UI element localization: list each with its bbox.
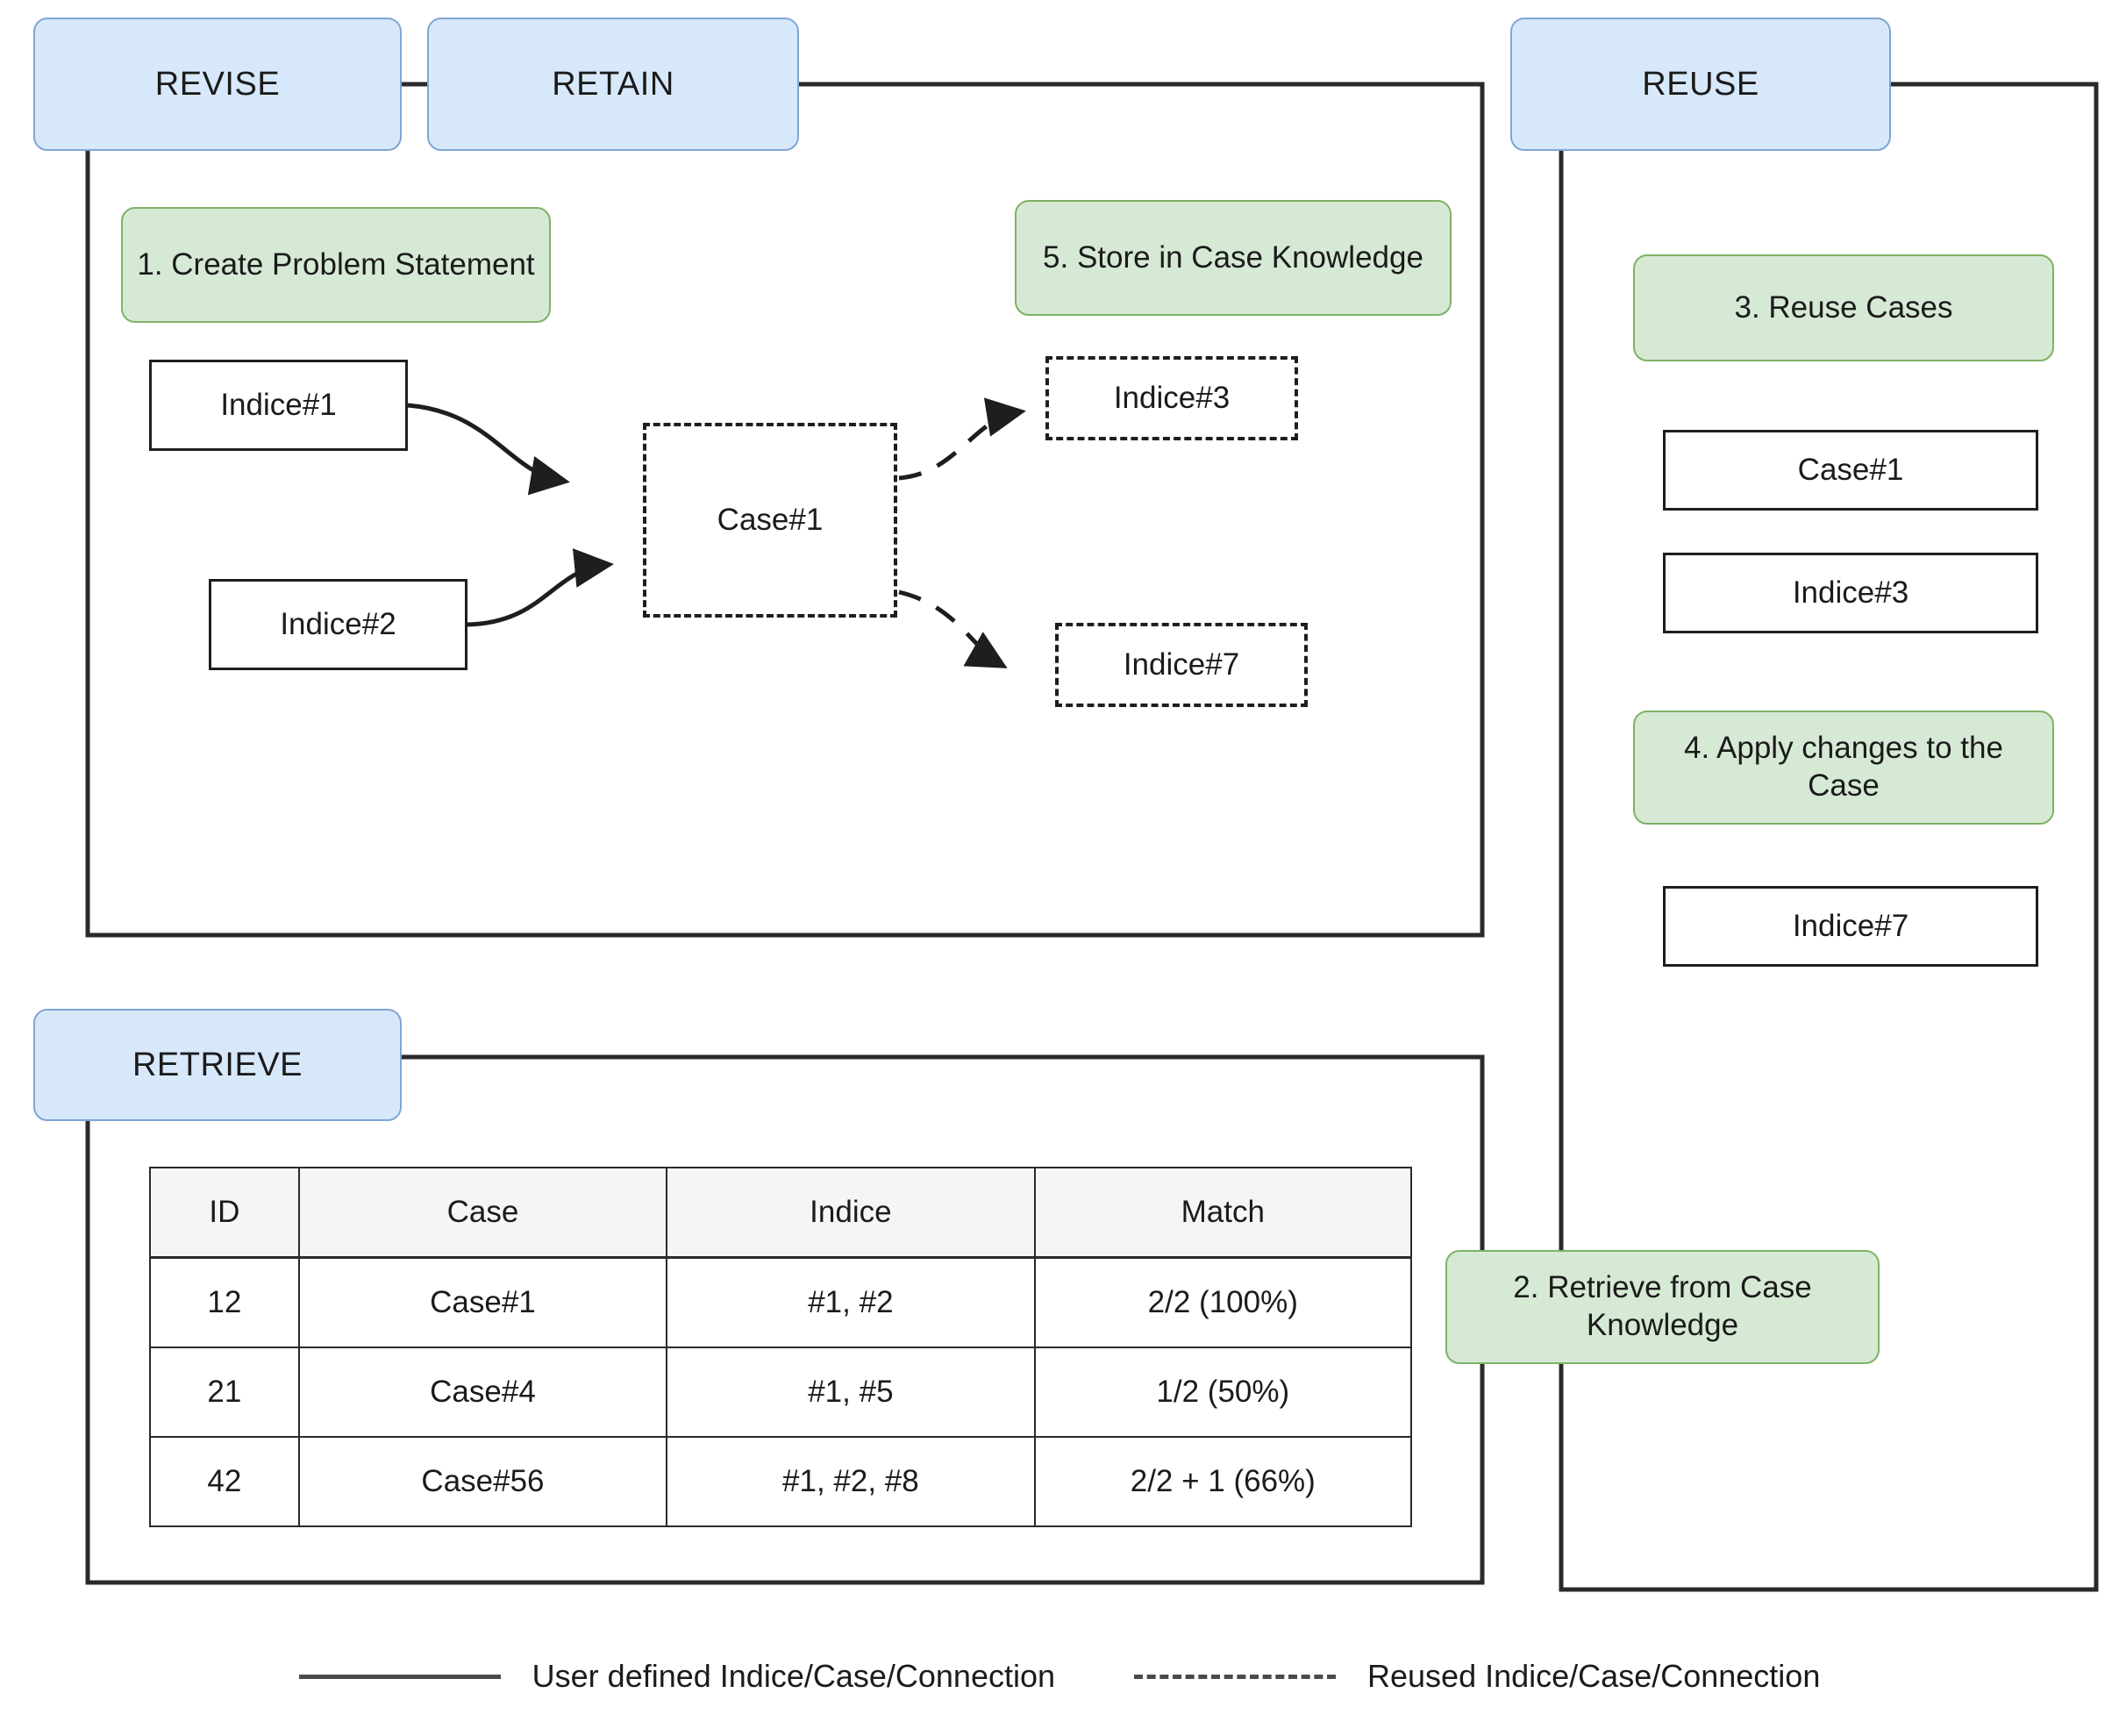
legend-entry-reused: Reused Indice/Case/Connection: [1134, 1658, 1820, 1695]
step-4-apply-changes-to-case[interactable]: 4. Apply changes to the Case: [1633, 711, 2054, 825]
cell-indice: #1, #2, #8: [666, 1436, 1036, 1527]
cell-indice: #1, #2: [666, 1256, 1036, 1348]
box-indice-3-reuse[interactable]: Indice#3: [1663, 553, 2038, 633]
phase-revise-label: REVISE: [154, 65, 281, 103]
step-1-create-problem-statement[interactable]: 1. Create Problem Statement: [121, 207, 551, 323]
box-case-1-reuse-label: Case#1: [1797, 452, 1904, 487]
retrieve-results-table: ID Case Indice Match 12 Case#1 #1, #2 2/…: [149, 1167, 1413, 1527]
legend-label-reused: Reused Indice/Case/Connection: [1367, 1658, 1821, 1694]
solid-line-icon: [298, 1674, 501, 1679]
edge-case-to-indice7: [898, 589, 1008, 668]
phase-retain[interactable]: RETAIN: [427, 18, 799, 151]
box-indice-7-retain[interactable]: Indice#7: [1055, 623, 1308, 707]
cell-case: Case#4: [297, 1347, 668, 1438]
table-row[interactable]: 42 Case#56 #1, #2, #8 2/2 + 1 (66%): [149, 1436, 1413, 1527]
box-indice-7-reuse-label: Indice#7: [1792, 908, 1909, 943]
phase-retrieve[interactable]: RETRIEVE: [33, 1009, 402, 1121]
cell-id: 42: [149, 1436, 300, 1527]
box-indice-2-label: Indice#2: [280, 606, 396, 641]
cell-match: 2/2 + 1 (66%): [1033, 1436, 1413, 1527]
column-header-id: ID: [149, 1167, 300, 1259]
phase-revise[interactable]: REVISE: [33, 18, 402, 151]
step-2-label: 2. Retrieve from Case Knowledge: [1513, 1270, 1812, 1342]
legend: User defined Indice/Case/Connection Reus…: [0, 1658, 2119, 1695]
step-3-reuse-cases[interactable]: 3. Reuse Cases: [1633, 254, 2054, 361]
phase-reuse-label: REUSE: [1642, 65, 1759, 103]
box-indice-3-reuse-label: Indice#3: [1792, 575, 1909, 610]
cell-case: Case#56: [297, 1436, 668, 1527]
cell-id: 12: [149, 1256, 300, 1348]
step-3-label: 3. Reuse Cases: [1734, 289, 1953, 325]
dashed-line-icon: [1134, 1674, 1337, 1679]
edge-indice2-to-case: [467, 548, 614, 627]
phase-retrieve-label: RETRIEVE: [132, 1046, 303, 1083]
step-5-store-in-case-knowledge[interactable]: 5. Store in Case Knowledge: [1015, 200, 1452, 316]
table-header-row: ID Case Indice Match: [149, 1167, 1413, 1259]
phase-reuse[interactable]: REUSE: [1510, 18, 1891, 151]
cell-case: Case#1: [297, 1256, 668, 1348]
box-indice-3-retain-label: Indice#3: [1113, 380, 1231, 415]
cell-match: 2/2 (100%): [1033, 1256, 1413, 1348]
edge-indice1-to-case: [407, 403, 570, 496]
box-indice-1-label: Indice#1: [220, 387, 337, 422]
box-case-1-retain[interactable]: Case#1: [643, 423, 897, 618]
step-5-label: 5. Store in Case Knowledge: [1043, 239, 1423, 275]
cell-indice: #1, #5: [666, 1347, 1036, 1438]
step-4-label: 4. Apply changes to the Case: [1684, 731, 2003, 803]
box-indice-7-retain-label: Indice#7: [1123, 647, 1240, 682]
cell-id: 21: [149, 1347, 300, 1438]
column-header-indice: Indice: [666, 1167, 1036, 1259]
legend-entry-user-defined: User defined Indice/Case/Connection: [298, 1658, 1056, 1695]
box-indice-1[interactable]: Indice#1: [149, 360, 408, 451]
table-row[interactable]: 12 Case#1 #1, #2 2/2 (100%): [149, 1256, 1413, 1348]
box-indice-7-reuse[interactable]: Indice#7: [1663, 886, 2038, 967]
table-row[interactable]: 21 Case#4 #1, #5 1/2 (50%): [149, 1347, 1413, 1438]
column-header-case: Case: [297, 1167, 668, 1259]
column-header-match: Match: [1033, 1167, 1413, 1259]
box-case-1-retain-label: Case#1: [717, 502, 824, 537]
step-2-retrieve-from-case-knowledge[interactable]: 2. Retrieve from Case Knowledge: [1445, 1250, 1880, 1364]
legend-label-user-defined: User defined Indice/Case/Connection: [532, 1658, 1056, 1694]
box-indice-3-retain[interactable]: Indice#3: [1045, 356, 1298, 440]
box-case-1-reuse[interactable]: Case#1: [1663, 430, 2038, 511]
cell-match: 1/2 (50%): [1033, 1347, 1413, 1438]
box-indice-2[interactable]: Indice#2: [209, 579, 467, 670]
edge-case-to-indice3: [898, 397, 1026, 481]
phase-retain-label: RETAIN: [552, 65, 674, 103]
step-1-label: 1. Create Problem Statement: [137, 246, 535, 282]
